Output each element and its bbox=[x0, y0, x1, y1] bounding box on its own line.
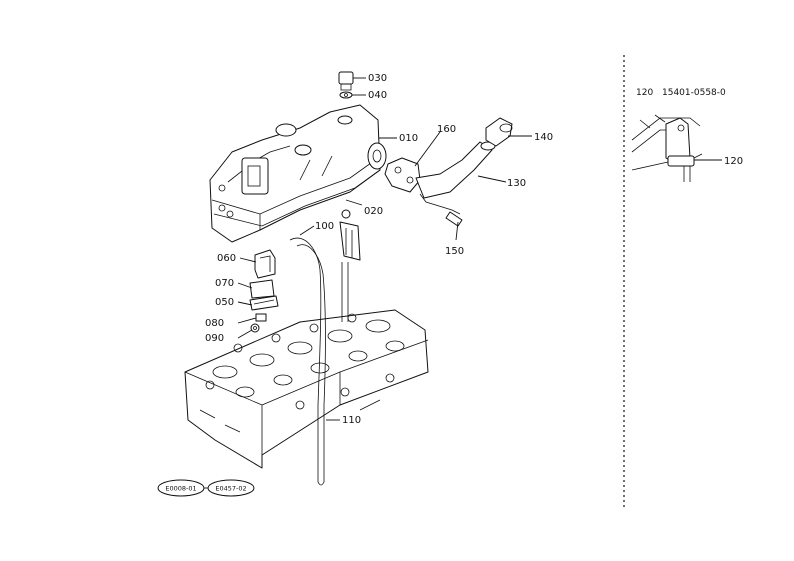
callout-080: 080 bbox=[205, 318, 224, 329]
stud-bolt bbox=[339, 209, 361, 322]
detail-inset: 120 15401-0558-0 120 bbox=[631, 88, 743, 182]
head-cover bbox=[209, 104, 387, 243]
detail-header-ref: 120 bbox=[636, 88, 653, 98]
leader-lines bbox=[237, 77, 532, 421]
callout-160: 160 bbox=[437, 124, 456, 135]
callout-030: 030 bbox=[368, 73, 387, 84]
cylinder-head bbox=[184, 309, 429, 469]
breather-pipe-assembly bbox=[384, 117, 513, 227]
detail-header-part-number: 15401-0558-0 bbox=[662, 88, 726, 98]
callout-labels: 030 040 010 020 160 140 130 150 100 110 … bbox=[205, 73, 553, 426]
callout-020: 020 bbox=[364, 206, 383, 217]
callout-040: 040 bbox=[368, 90, 387, 101]
callout-130: 130 bbox=[507, 178, 526, 189]
callout-100: 100 bbox=[315, 221, 334, 232]
callout-150: 150 bbox=[445, 246, 464, 257]
bracket-parts bbox=[249, 249, 279, 333]
callout-010: 010 bbox=[399, 133, 418, 144]
reference-code-2: E0457-02 bbox=[215, 485, 246, 493]
callout-090: 090 bbox=[205, 333, 224, 344]
oil-filler-cap bbox=[338, 71, 354, 99]
callout-060: 060 bbox=[217, 253, 236, 264]
detail-callout-120: 120 bbox=[724, 156, 743, 167]
dipstick-tube bbox=[289, 237, 326, 486]
callout-140: 140 bbox=[534, 132, 553, 143]
callout-070: 070 bbox=[215, 278, 234, 289]
reference-code-1: E0008-01 bbox=[165, 485, 196, 493]
callout-110: 110 bbox=[342, 415, 361, 426]
callout-050: 050 bbox=[215, 297, 234, 308]
reference-badges: E0008-01 E0457-02 bbox=[157, 479, 255, 497]
